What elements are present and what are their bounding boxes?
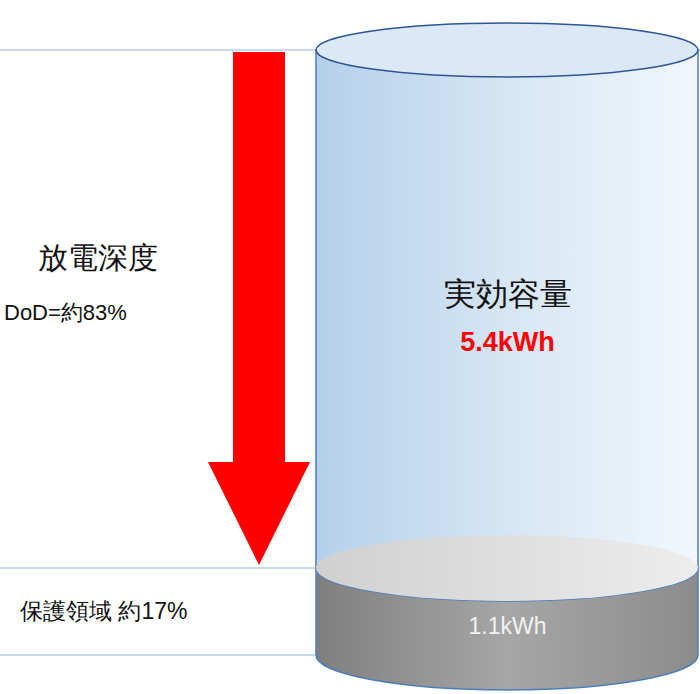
node-title: 1.1kWh <box>469 613 547 640</box>
protection-top <box>316 535 698 601</box>
protection-region: 1.1kWh <box>330 604 685 649</box>
effective-region <box>316 50 698 601</box>
node-title: 実効容量 <box>444 273 572 317</box>
cylinder-top <box>316 23 698 77</box>
discharge-arrow <box>208 52 310 565</box>
dod-title: 放電深度 <box>38 238 158 279</box>
guide-line <box>0 654 318 655</box>
protection-label: 保護領域 約17% <box>20 596 187 627</box>
capacity-region: 実効容量 5.4kWh <box>330 250 685 380</box>
node-value: 5.4kWh <box>460 327 555 358</box>
dod-value: DoD=約83% <box>4 298 127 328</box>
